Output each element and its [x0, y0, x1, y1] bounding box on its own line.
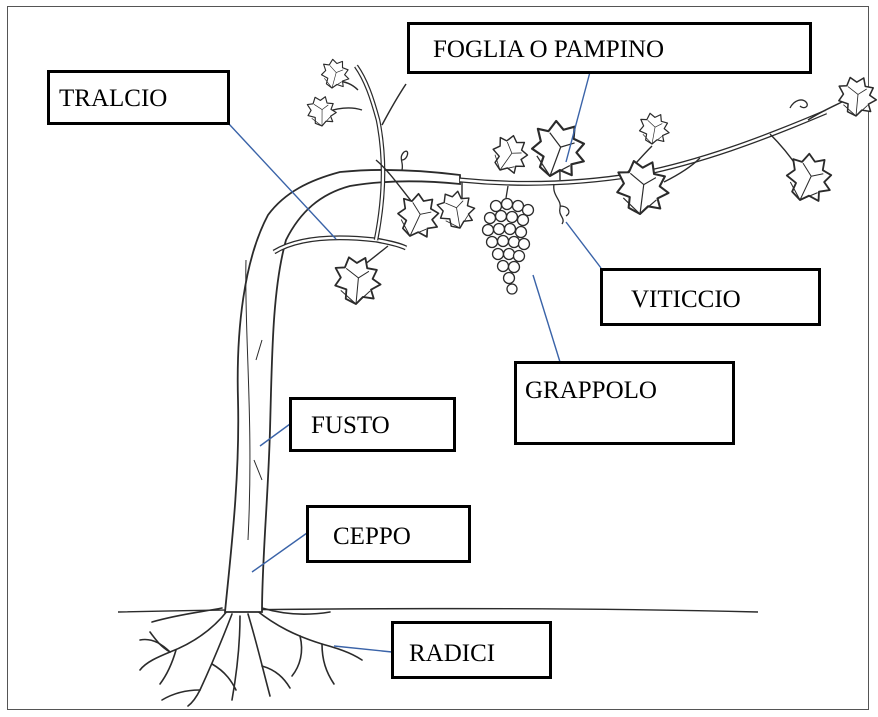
label-fusto: FUSTO — [289, 397, 456, 452]
label-grappolo: GRAPPOLO — [514, 361, 735, 445]
shoot-lower — [274, 238, 406, 252]
label-fusto-text: FUSTO — [311, 413, 390, 438]
label-ceppo-text: CEPPO — [333, 524, 411, 549]
label-radici: RADICI — [391, 621, 552, 679]
label-tralcio-text: TRALCIO — [59, 86, 167, 111]
grape-bunch — [483, 186, 534, 294]
label-grappolo-text: GRAPPOLO — [525, 378, 657, 403]
label-foglia-text: FOGLIA O PAMPINO — [433, 37, 664, 62]
label-ceppo: CEPPO — [306, 505, 471, 563]
label-tralcio: TRALCIO — [47, 70, 230, 125]
leader-grappolo — [533, 275, 560, 362]
roots — [140, 608, 362, 706]
label-viticcio-text: VITICCIO — [631, 287, 741, 312]
leader-viticcio — [566, 222, 601, 268]
label-viticcio: VITICCIO — [600, 268, 821, 326]
label-radici-text: RADICI — [409, 641, 495, 666]
label-foglia-o-pampino: FOGLIA O PAMPINO — [407, 22, 812, 74]
